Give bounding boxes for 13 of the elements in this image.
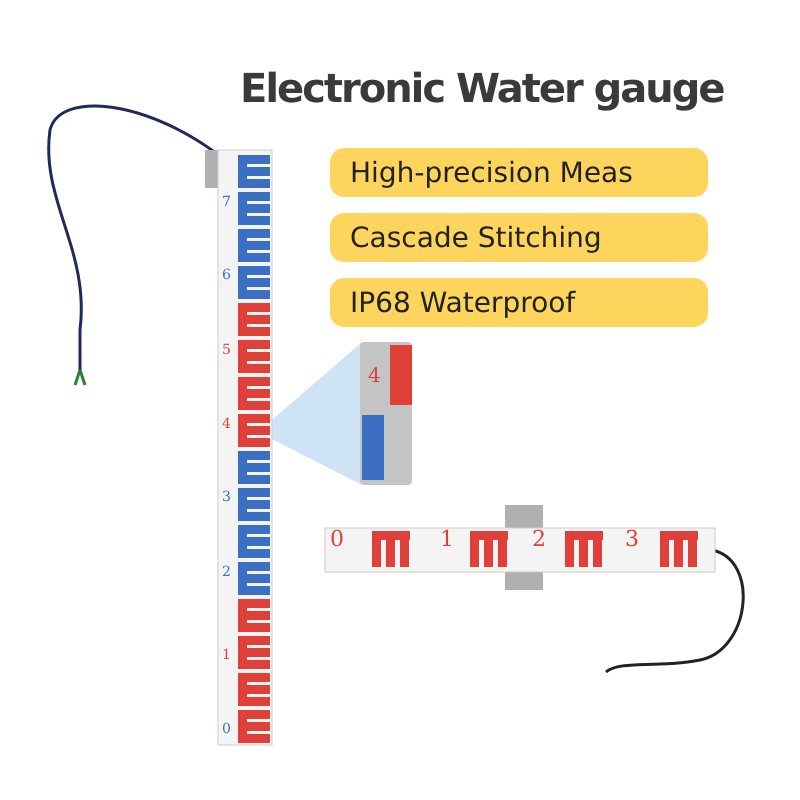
scale-number: 0 — [222, 722, 231, 736]
feature-badge: Cascade Stitching — [330, 213, 708, 262]
scale-number: 1 — [222, 648, 231, 662]
title: Electronic Water gauge — [240, 66, 724, 112]
scale-number: 6 — [222, 268, 231, 282]
feature-badge: High-precision Meas — [330, 148, 708, 197]
scale-number: 5 — [222, 343, 231, 357]
scale-number: 4 — [222, 417, 231, 431]
scale-number: 4 — [368, 368, 381, 382]
scale-number: 3 — [222, 490, 231, 504]
feature-badge: IP68 Waterproof — [330, 278, 708, 327]
scale-number: 7 — [222, 195, 231, 209]
scale-number: 2 — [222, 565, 231, 579]
